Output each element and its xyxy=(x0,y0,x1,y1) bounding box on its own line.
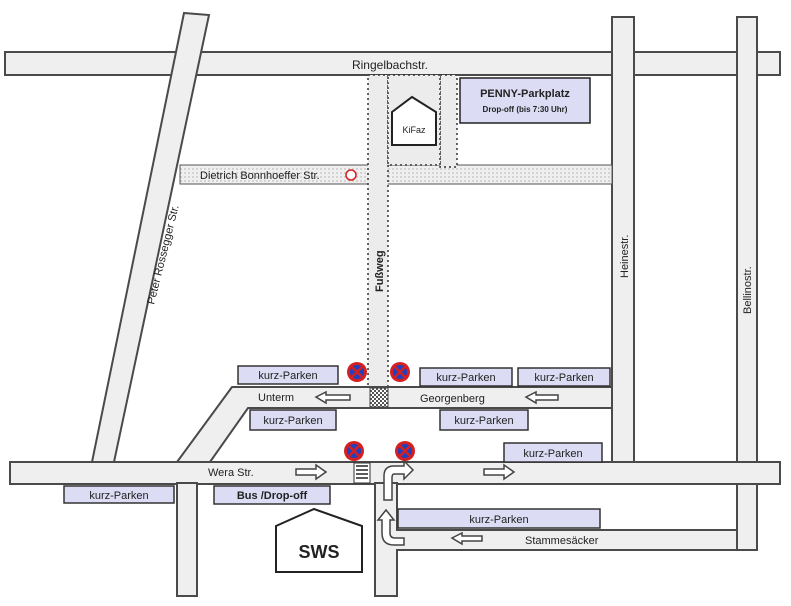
parking-label: kurz-Parken xyxy=(469,514,528,526)
arrow-left-icon xyxy=(524,390,559,405)
bus-dropoff-label: Bus /Drop-off xyxy=(237,490,308,502)
parking-label: kurz-Parken xyxy=(436,372,495,384)
arrow-left-icon xyxy=(314,390,351,405)
lower-left-road xyxy=(176,482,198,597)
parking-label: kurz-Parken xyxy=(534,372,593,384)
penny-title: PENNY-Parkplatz xyxy=(480,88,570,100)
kifaz-label: KiFaz xyxy=(402,125,426,135)
stammesaecker-label: Stammesäcker xyxy=(525,535,599,547)
no-stopping-signs xyxy=(344,362,415,461)
unterm-label: Unterm xyxy=(258,392,294,404)
heine-street: Heinestr. xyxy=(611,16,635,468)
stammesaecker-street: Stammesäcker xyxy=(374,482,738,597)
parking-label: kurz-Parken xyxy=(523,448,582,460)
kifaz-building: KiFaz xyxy=(391,95,437,146)
curved-arrow-icon xyxy=(383,459,415,501)
parking-label: kurz-Parken xyxy=(454,415,513,427)
parking-label: kurz-Parken xyxy=(258,370,317,382)
arrow-right-icon xyxy=(483,463,516,481)
no-stopping-sign-icon xyxy=(347,362,367,382)
bonnhoeffer-label: Dietrich Bonnhoeffer Str. xyxy=(200,170,320,182)
ringelbach-label: Ringelbachstr. xyxy=(352,58,428,72)
parking-label: kurz-Parken xyxy=(263,415,322,427)
curved-arrow-icon xyxy=(376,508,405,546)
fussweg-label: Fußweg xyxy=(374,250,386,292)
parking-label: kurz-Parken xyxy=(89,490,148,502)
heine-label: Heinestr. xyxy=(619,235,631,278)
rossegger-street: Peter Rossegger Str. xyxy=(90,11,211,463)
sws-label: SWS xyxy=(298,542,339,562)
bellino-label: Bellinostr. xyxy=(742,266,754,314)
sws-building: SWS xyxy=(275,507,363,573)
bellino-street: Bellinostr. xyxy=(736,16,758,551)
no-stopping-sign-icon xyxy=(344,441,364,461)
bonnhoeffer-street: Dietrich Bonnhoeffer Str. xyxy=(179,164,613,185)
arrow-right-icon xyxy=(295,463,328,481)
ringelbach-street: Ringelbachstr. xyxy=(4,51,781,76)
direction-arrows xyxy=(295,390,559,546)
parking-boxes: kurz-Parken kurz-Parken kurz-Parken kurz… xyxy=(63,365,611,529)
arrow-left-icon xyxy=(450,531,483,546)
wera-label: Wera Str. xyxy=(208,467,254,479)
georgenberg-label: Georgenberg xyxy=(420,393,485,405)
penny-subtitle: Drop-off (bis 7:30 Uhr) xyxy=(483,105,568,114)
no-stopping-sign-icon xyxy=(395,441,415,461)
location-marker-circle xyxy=(345,169,357,181)
penny-parking: PENNY-Parkplatz Drop-off (bis 7:30 Uhr) xyxy=(459,77,591,124)
no-stopping-sign-icon xyxy=(390,362,410,382)
